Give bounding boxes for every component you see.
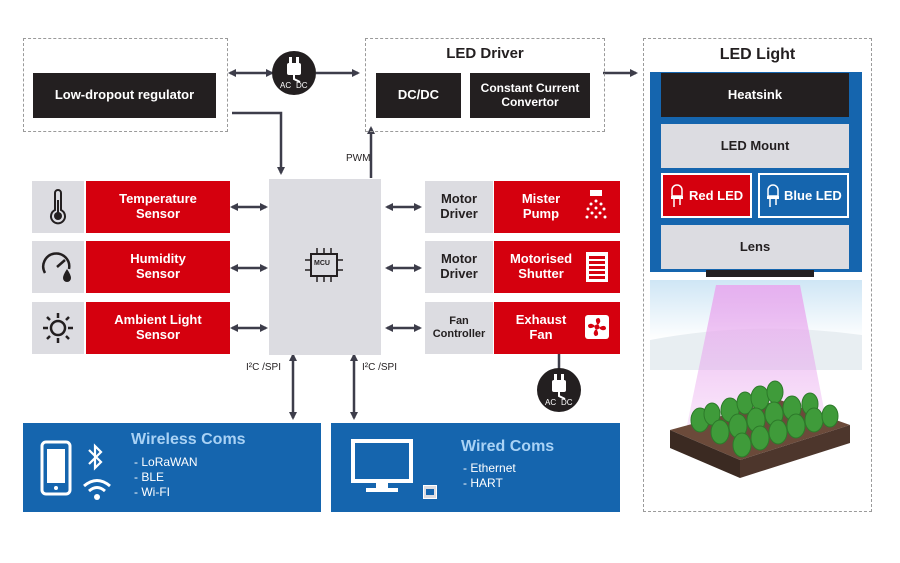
heatsink-block: Heatsink <box>661 73 849 117</box>
plant-bed-illustration <box>650 280 862 478</box>
list-item: Wi-FI <box>134 485 198 500</box>
wireless-coms-title: Wireless Coms <box>131 431 246 448</box>
led-mount-block: LED Mount <box>661 124 849 168</box>
mcu-chip-icon <box>305 248 343 282</box>
ac-dc-plug-bottom-icon: AC DC <box>537 368 581 412</box>
ldo-regulator-block: Low-dropout regulator <box>33 73 216 118</box>
i2c-spi-label-left: I²C /SPI <box>246 362 282 373</box>
wireless-coms-list: LoRaWAN BLE Wi-FI <box>134 455 198 500</box>
motorised-shutter-block: Motorised Shutter <box>494 241 620 293</box>
smartphone-icon <box>40 440 72 496</box>
thermometer-icon <box>32 181 84 233</box>
wired-coms-title: Wired Coms <box>461 438 555 455</box>
list-item: Ethernet <box>463 461 515 476</box>
computer-monitor-icon <box>351 439 413 492</box>
ac-label-bottom: AC <box>545 398 557 407</box>
constant-current-convertor-block: Constant Current Convertor <box>470 73 590 118</box>
lens-block: Lens <box>661 225 849 269</box>
motor-driver-1-block: Motor Driver <box>425 181 493 233</box>
red-led-block: Red LED <box>661 173 752 218</box>
humidity-sensor-block: Humidity Sensor <box>86 241 230 293</box>
list-item: LoRaWAN <box>134 455 197 470</box>
list-item: BLE <box>134 470 198 485</box>
blue-led-block: Blue LED <box>758 173 849 218</box>
ambient-light-sensor-block: Ambient Light Sensor <box>86 302 230 354</box>
shutter-icon <box>586 252 608 282</box>
dcdc-block: DC/DC <box>376 73 461 118</box>
red-led-icon <box>671 184 683 207</box>
temperature-sensor-block: Temperature Sensor <box>86 181 230 233</box>
blue-led-icon <box>767 184 779 207</box>
mister-icon <box>585 190 607 219</box>
pwm-label: PWM <box>346 153 371 164</box>
wired-coms-list: Ethernet HART <box>463 461 516 491</box>
mcu-label: MCU <box>314 260 330 267</box>
list-item: HART <box>463 476 516 491</box>
power-section-frame <box>23 38 228 132</box>
mister-pump-block: Mister Pump <box>494 181 620 233</box>
bluetooth-icon <box>88 443 103 471</box>
led-driver-title: LED Driver <box>446 45 524 62</box>
i2c-spi-label-right: I²C /SPI <box>362 362 398 373</box>
dc-label: DC <box>296 81 308 90</box>
red-led-label: Red LED <box>689 188 744 203</box>
humidity-gauge-icon <box>32 241 84 293</box>
led-driver-frame <box>365 38 605 132</box>
wifi-icon <box>83 479 111 500</box>
dc-label-bottom: DC <box>561 398 573 407</box>
sun-icon <box>32 302 84 354</box>
led-light-frame <box>643 38 872 512</box>
lens-bezel <box>706 270 814 277</box>
mcu-block <box>269 179 381 355</box>
ac-label: AC <box>280 81 292 90</box>
ethernet-port-icon <box>423 485 437 499</box>
motor-driver-2-block: Motor Driver <box>425 241 493 293</box>
fan-controller-block: Fan Controller <box>425 302 493 354</box>
ac-dc-plug-icon: AC DC <box>272 51 316 95</box>
fan-icon <box>585 315 609 339</box>
led-light-title: LED Light <box>719 46 796 63</box>
blue-led-label: Blue LED <box>784 188 842 203</box>
